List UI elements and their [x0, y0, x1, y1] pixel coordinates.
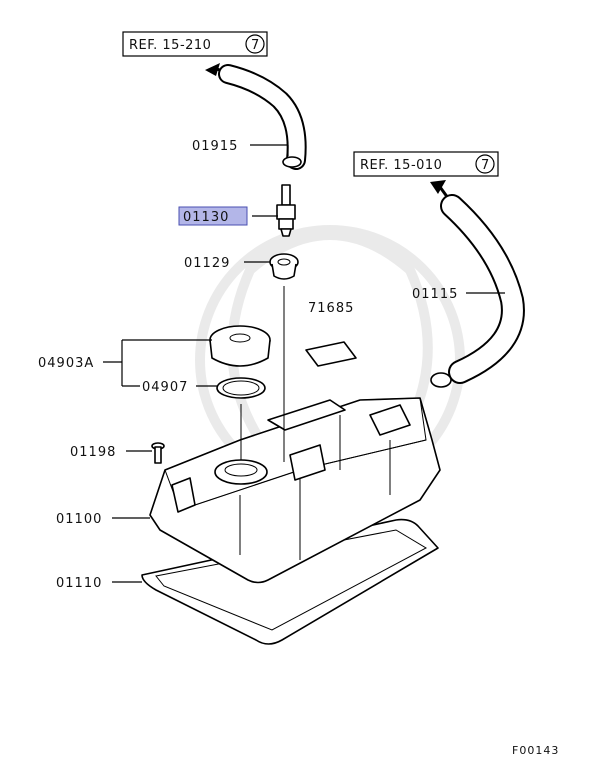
pcv-valve-01130 [276, 184, 296, 237]
reference-arrow-right [430, 180, 450, 199]
bolt-01198 [151, 442, 165, 464]
reference-circle-number: 7 [481, 158, 490, 173]
cap-gasket-04907 [216, 377, 266, 399]
cover-gasket-01110 [141, 518, 439, 645]
part-label-01198[interactable]: 01198 [70, 445, 116, 460]
grommet-01129 [269, 253, 299, 280]
part-label-01100[interactable]: 01100 [56, 512, 102, 527]
part-label-04907[interactable]: 04907 [142, 380, 188, 395]
part-label-01110[interactable]: 01110 [56, 576, 102, 591]
part-label-71685[interactable]: 71685 [308, 301, 354, 316]
part-label-highlight [178, 206, 248, 226]
reference-circle-number: 7 [251, 38, 260, 53]
leader-lines [103, 144, 505, 583]
figure-code: F00143 [512, 744, 559, 757]
reference-box-top[interactable]: REF. 15-210 7 [122, 31, 268, 57]
label-plate-71685 [305, 341, 357, 367]
reference-text: REF. 15-210 [129, 38, 211, 53]
reference-box-right[interactable]: REF. 15-010 7 [353, 151, 499, 177]
part-label-01115[interactable]: 01115 [412, 287, 458, 302]
part-label-01130[interactable]: 01130 [183, 210, 229, 225]
hose-01915 [218, 64, 307, 170]
hose-01115 [430, 194, 525, 388]
oil-filler-cap [209, 325, 271, 367]
part-label-04903A[interactable]: 04903A [38, 356, 94, 371]
part-label-01915[interactable]: 01915 [192, 139, 238, 154]
reference-text: REF. 15-010 [360, 158, 442, 173]
rocker-cover-01100 [149, 397, 441, 584]
part-label-01129[interactable]: 01129 [184, 256, 230, 271]
